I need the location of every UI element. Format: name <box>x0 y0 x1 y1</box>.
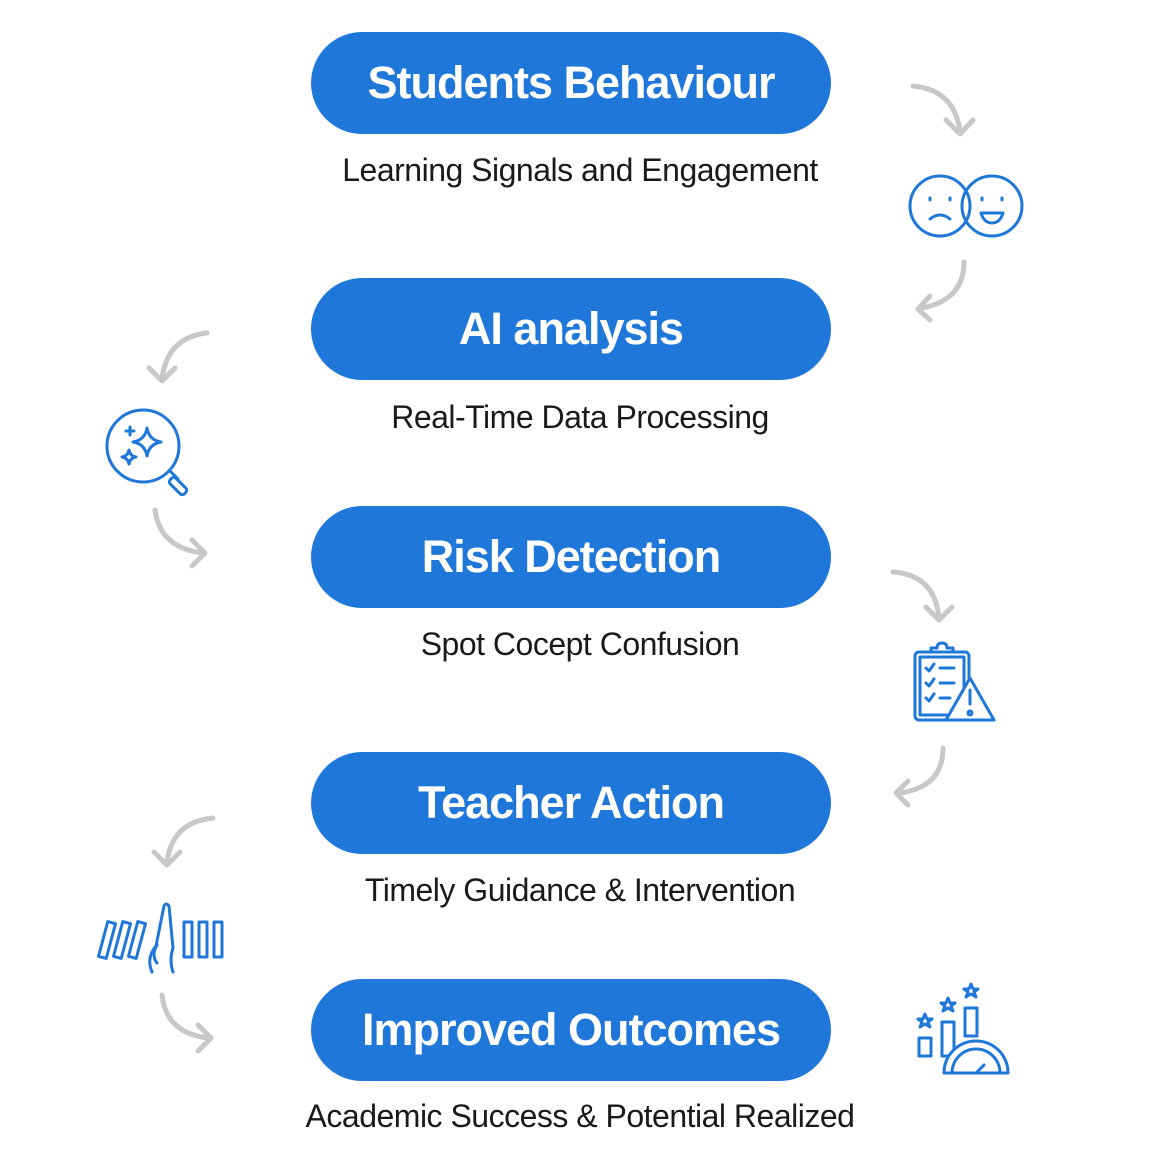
curved-arrow-icon <box>910 83 976 137</box>
step-title: Improved Outcomes <box>361 1004 781 1055</box>
curved-arrow-icon <box>146 330 210 384</box>
step-title: Students Behaviour <box>367 57 775 108</box>
step-subtitle: Academic Success & Potential Realized <box>305 1098 855 1134</box>
step-5-pill: Improved Outcomes <box>311 979 831 1081</box>
curved-arrow-icon <box>893 745 946 808</box>
step-subtitle: Spot Cocept Confusion <box>420 626 740 662</box>
curved-arrow-icon <box>151 815 216 868</box>
curved-arrow-icon <box>152 507 208 569</box>
chart-stars-gauge-icon <box>916 982 1010 1075</box>
step-2-pill: AI analysis <box>311 278 831 380</box>
curved-arrow-icon <box>915 259 967 323</box>
sad-happy-faces-icon <box>908 174 1024 238</box>
step-title: AI analysis <box>458 303 684 354</box>
curved-arrow-icon <box>890 569 955 623</box>
hand-stopping-dominoes-icon <box>96 902 224 974</box>
clipboard-warning-icon <box>913 641 996 722</box>
step-4-pill: Teacher Action <box>311 752 831 854</box>
step-title: Teacher Action <box>417 777 725 828</box>
step-subtitle: Learning Signals and Engagement <box>342 152 818 188</box>
step-subtitle: Timely Guidance & Intervention <box>364 872 796 908</box>
curved-arrow-icon <box>159 992 214 1054</box>
step-1-pill: Students Behaviour <box>311 32 831 134</box>
step-title: Risk Detection <box>421 531 722 582</box>
step-3-pill: Risk Detection <box>311 506 831 608</box>
sparkle-magnifier-icon <box>105 408 189 497</box>
step-subtitle: Real-Time Data Processing <box>391 399 769 435</box>
